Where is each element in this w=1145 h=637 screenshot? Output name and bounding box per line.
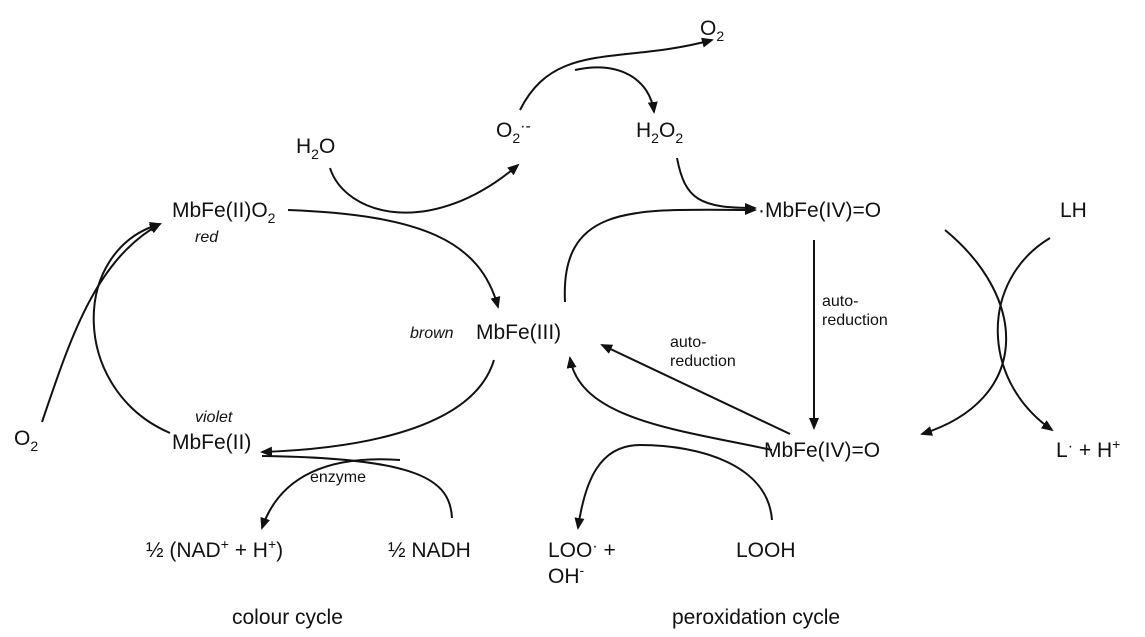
arrow-oxymb-to-metmb bbox=[287, 209, 501, 309]
oh-label: OH- bbox=[548, 562, 585, 588]
arrow-metmb-to-deoxymb bbox=[260, 359, 495, 457]
arrow-o2-to-oxymb bbox=[41, 223, 162, 423]
metmyoglobin-label: MbFe(III) bbox=[476, 321, 562, 344]
arrow-superoxide-to-h2o2 bbox=[574, 66, 658, 114]
ferryl-radical-label: ·MbFe(IV)=O bbox=[758, 199, 882, 222]
arrow-ferryl-radical-to-ferryl-lh bbox=[920, 229, 1007, 436]
arrow-h2o2-to-ferryl-radical bbox=[676, 157, 757, 213]
oxymyoglobin-label: MbFe(II)O2 bbox=[172, 199, 276, 226]
deoxymyoglobin-label: MbFe(II) bbox=[172, 431, 252, 454]
superoxide-label: O2·- bbox=[496, 118, 531, 146]
h2o2-label: H2O2 bbox=[636, 119, 684, 146]
arrow-deoxymb-to-oxymb bbox=[92, 221, 171, 434]
enzyme-annotation: enzyme bbox=[310, 469, 367, 486]
autoreduction-vertical-label: auto- reduction bbox=[822, 293, 888, 330]
arrow-h2o-to-superoxide bbox=[329, 163, 520, 214]
ferryl-label: MbFe(IV)=O bbox=[764, 439, 881, 462]
arrow-enzyme-to-nad bbox=[260, 458, 401, 530]
arrow-ferryl-to-metmb-autoreduction bbox=[600, 344, 791, 435]
lh-label: LH bbox=[1060, 199, 1087, 222]
lipid-radical-label: L· + H+ bbox=[1056, 436, 1121, 462]
nadh-label: ½ NADH bbox=[388, 539, 471, 562]
arrow-metmb-to-ferryl-radical bbox=[563, 204, 757, 303]
arrow-nadh-to-enzyme bbox=[261, 455, 453, 519]
arrow-lh-to-l-radical bbox=[996, 237, 1054, 432]
arrow-ferryl-to-metmb bbox=[566, 356, 773, 451]
peroxidation-cycle-caption: peroxidation cycle bbox=[672, 606, 841, 629]
loo-label: LOO· + bbox=[548, 538, 616, 562]
o2-product-label: O2 bbox=[700, 17, 725, 44]
red-annotation: red bbox=[195, 229, 219, 246]
violet-annotation: violet bbox=[195, 409, 233, 426]
autoreduction-diagonal-label: auto- reduction bbox=[670, 334, 736, 371]
o2-reactant-label: O2 bbox=[14, 427, 39, 454]
arrow-superoxide-to-o2 bbox=[519, 37, 714, 111]
brown-annotation: brown bbox=[410, 325, 454, 342]
arrow-looh-to-loo bbox=[574, 443, 773, 530]
nad-label: ½ (NAD+ + H+) bbox=[146, 536, 284, 562]
colour-cycle-caption: colour cycle bbox=[232, 606, 343, 629]
h2o-label: H2O bbox=[296, 135, 336, 162]
looh-label: LOOH bbox=[736, 539, 796, 562]
